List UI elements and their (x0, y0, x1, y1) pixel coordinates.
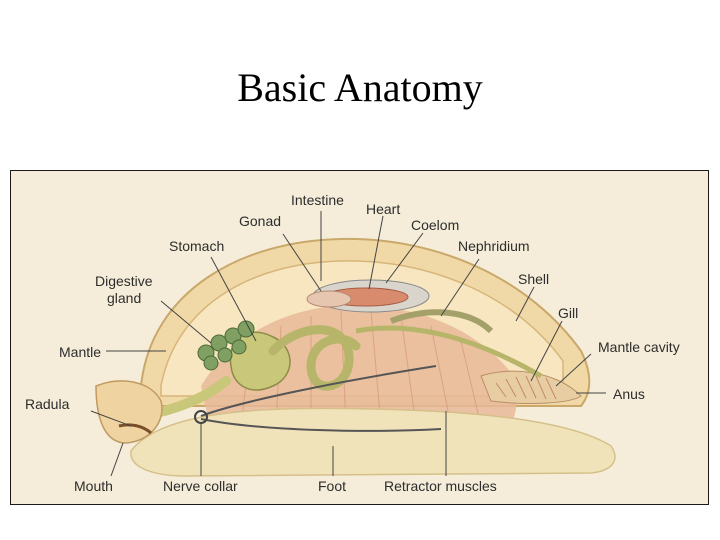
mollusc-anatomy-figure: Intestine Heart Gonad Coelom Stomach Nep… (10, 170, 709, 505)
nephridium (389, 309, 494, 334)
label-digestive-gland-line2: gland (107, 290, 141, 306)
label-retractor-muscles: Retractor muscles (384, 478, 497, 494)
nerve-cord (200, 365, 442, 432)
label-nerve-collar: Nerve collar (163, 478, 238, 494)
radula (118, 423, 152, 435)
label-gonad: Gonad (239, 213, 281, 229)
gill (495, 375, 557, 400)
foot (130, 407, 616, 477)
label-anus: Anus (613, 386, 645, 402)
gonad (306, 290, 352, 308)
digestive-gland (197, 320, 255, 371)
label-foot: Foot (318, 478, 346, 494)
label-mouth: Mouth (74, 478, 113, 494)
label-mantle: Mantle (59, 344, 101, 360)
label-stomach: Stomach (169, 238, 224, 254)
label-intestine: Intestine (291, 192, 344, 208)
label-shell: Shell (518, 271, 549, 287)
label-gill: Gill (558, 305, 578, 321)
label-digestive-gland-line1: Digestive (95, 273, 153, 289)
label-heart: Heart (366, 201, 400, 217)
anatomy-diagram: Intestine Heart Gonad Coelom Stomach Nep… (25, 192, 680, 494)
intestine-posterior (355, 325, 543, 379)
label-coelom: Coelom (411, 217, 459, 233)
slide-title: Basic Anatomy (237, 65, 483, 110)
label-nephridium: Nephridium (458, 238, 530, 254)
label-mantle-cavity: Mantle cavity (598, 339, 680, 355)
label-radula: Radula (25, 396, 70, 412)
